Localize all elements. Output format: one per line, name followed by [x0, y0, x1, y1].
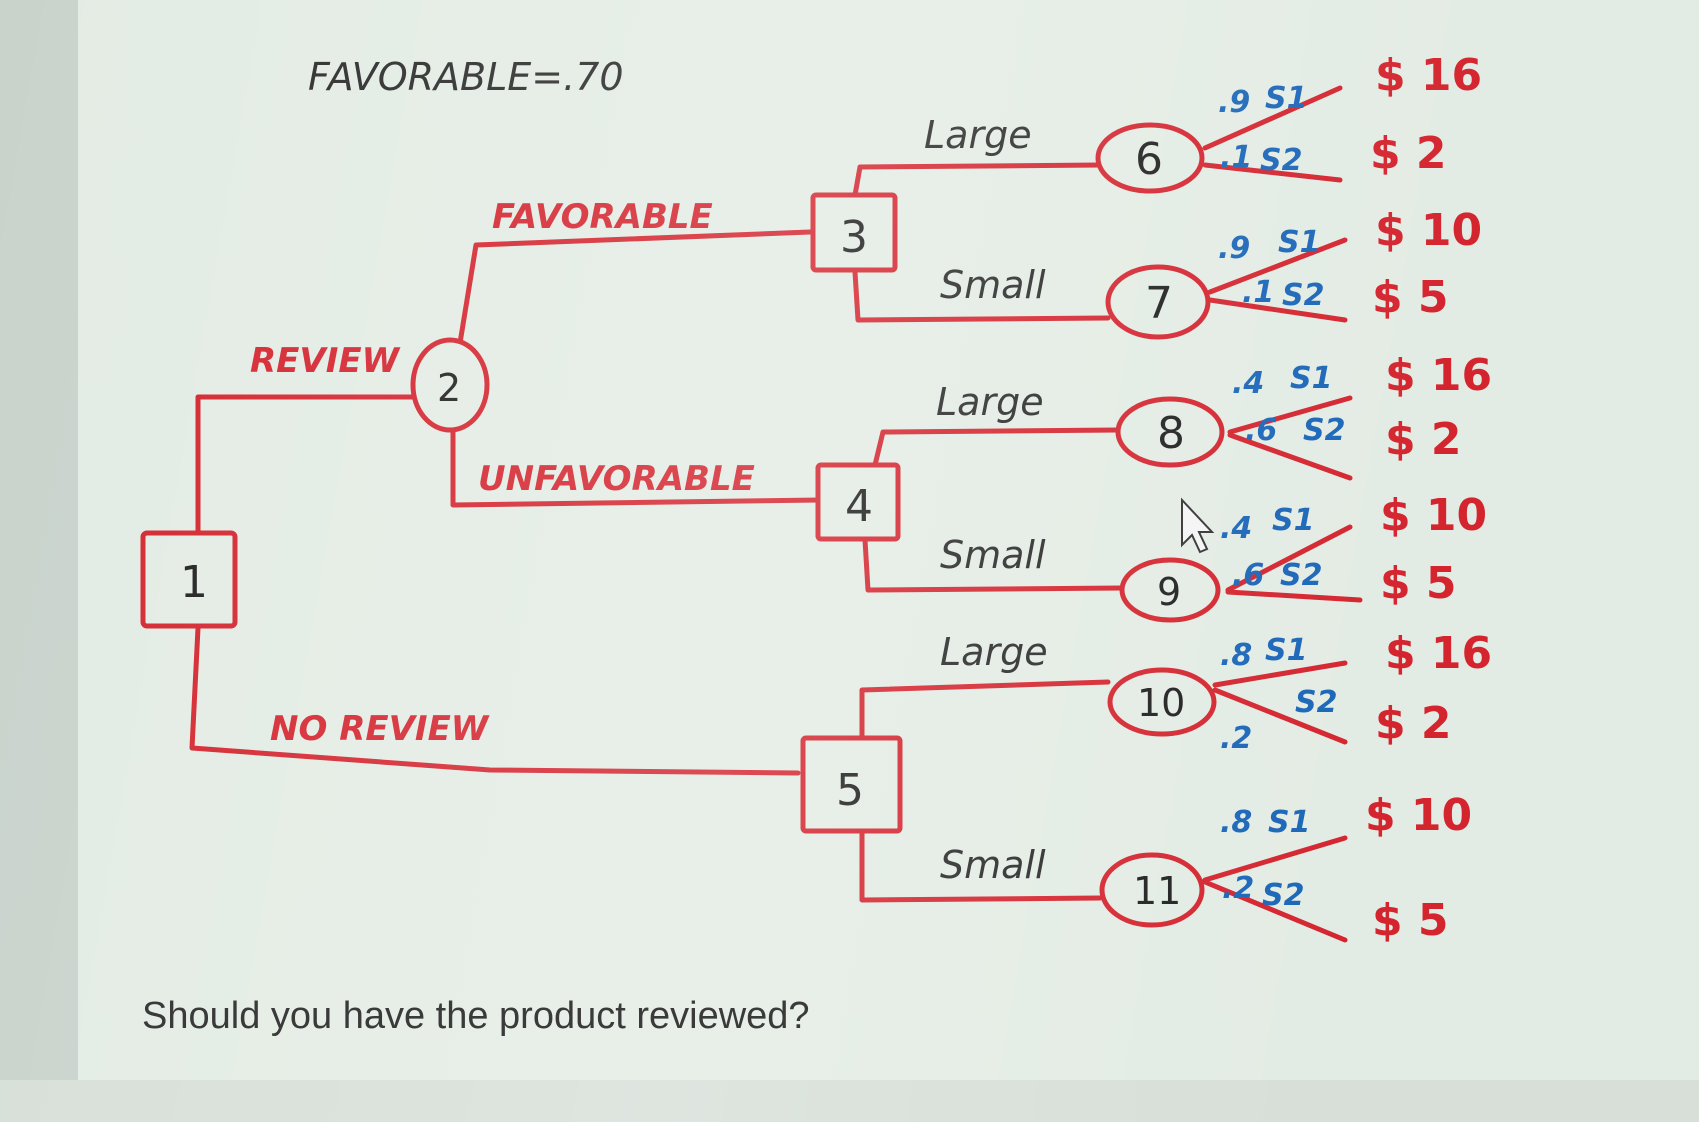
node-7-label: 7 [1145, 278, 1173, 329]
label-5-small: Small [940, 843, 1046, 887]
state-s2-node-8: S2 [1303, 413, 1345, 448]
label-unfavorable: UNFAVORABLE [478, 459, 755, 499]
branch-5-large [859, 679, 1111, 741]
node-4-label: 4 [845, 481, 873, 532]
state-s2-node-10: S2 [1295, 685, 1337, 720]
branch-no-review [189, 625, 801, 776]
prob-s2-node-11: .2 [1222, 871, 1254, 906]
prob-s1-node-11: .8 [1220, 805, 1252, 840]
payoff-s2-node-11: $ 5 [1372, 895, 1449, 946]
node-3-label: 3 [840, 212, 868, 263]
prob-s1-node-8: .4 [1232, 366, 1264, 401]
prob-s2-node-10: .2 [1220, 721, 1252, 756]
node-2-label: 2 [437, 366, 461, 410]
branch-favorable [457, 229, 813, 346]
chance-nodes [410, 122, 1225, 928]
chance-node-6 [1095, 122, 1205, 194]
prob-s1-node-9: .4 [1220, 511, 1252, 546]
monitor-bezel-left [0, 0, 78, 1122]
decision-nodes [140, 192, 903, 834]
state-s1-node-6: S1 [1265, 81, 1307, 116]
node-11-label: 11 [1133, 869, 1181, 913]
chance-node-10 [1107, 667, 1217, 737]
decision-node-3 [810, 192, 898, 273]
label-5-large: Large [940, 630, 1048, 674]
prior-probability-label: FAVORABLE=.70 [308, 55, 624, 99]
state-s2-node-7: S2 [1282, 278, 1324, 313]
payoff-s2-node-10: $ 2 [1375, 698, 1452, 749]
state-s1-node-11: S1 [1268, 805, 1310, 840]
payoff-s2-node-7: $ 5 [1372, 272, 1449, 323]
payoff-s2-node-9: $ 5 [1380, 558, 1457, 609]
chance-node-2 [410, 337, 490, 433]
branch-3-small [852, 269, 1111, 323]
branch-5-small [859, 827, 1103, 903]
payoff-s1-node-10: $ 16 [1385, 628, 1492, 679]
state-s1-node-10: S1 [1265, 633, 1307, 668]
payoff-s1-node-6: $ 16 [1375, 50, 1482, 101]
state-s1-node-7: S1 [1278, 225, 1320, 260]
monitor-bezel-bottom [0, 1080, 1699, 1122]
state-s1-node-8: S1 [1290, 361, 1332, 396]
prob-s2-node-7: .1 [1242, 275, 1274, 310]
payoff-s1-node-8: $ 16 [1385, 350, 1492, 401]
label-review: REVIEW [250, 341, 401, 381]
state-s2-node-9: S2 [1280, 558, 1322, 593]
node-1-label: 1 [180, 557, 208, 608]
prob-s1-node-10: .8 [1220, 638, 1252, 673]
label-3-small: Small [940, 263, 1046, 307]
state-s2-node-11: S2 [1262, 878, 1304, 913]
label-4-small: Small [940, 533, 1046, 577]
node-9-label: 9 [1157, 570, 1181, 614]
node-5-label: 5 [836, 765, 864, 816]
chance-node-9 [1119, 557, 1221, 623]
payoff-s1-node-11: $ 10 [1365, 790, 1472, 841]
node-6-label: 6 [1135, 134, 1163, 185]
decision-node-5 [800, 735, 903, 834]
prob-s2-node-6: .1 [1220, 140, 1252, 175]
node-8-label: 8 [1157, 408, 1185, 459]
label-no-review: NO REVIEW [270, 709, 490, 749]
branch-4-small [862, 537, 1125, 593]
decision-node-1 [140, 530, 238, 629]
prob-s1-node-7: .9 [1218, 231, 1250, 266]
chance-node-11 [1099, 852, 1205, 928]
payoff-s2-node-6: $ 2 [1370, 128, 1447, 179]
decision-node-4 [815, 462, 901, 542]
prob-s2-node-8: .6 [1245, 413, 1277, 448]
prob-s1-node-6: .9 [1218, 85, 1250, 120]
branch-unfavorable [450, 425, 823, 508]
chance-node-8 [1115, 396, 1225, 468]
question-text: Should you have the product reviewed? [142, 995, 810, 1037]
state-s2-node-6: S2 [1260, 143, 1302, 178]
payoff-s1-node-7: $ 10 [1375, 205, 1482, 256]
prob-s2-node-9: .6 [1232, 558, 1264, 593]
node-10-label: 10 [1137, 681, 1185, 725]
payoff-s2-node-8: $ 2 [1385, 414, 1462, 465]
chance-node-7 [1105, 264, 1211, 340]
payoff-s1-node-9: $ 10 [1380, 490, 1487, 541]
label-4-large: Large [936, 380, 1044, 424]
branch-review [195, 394, 418, 543]
state-s1-node-9: S1 [1272, 503, 1314, 538]
mouse-cursor-icon [1181, 497, 1215, 554]
tree-branches [189, 85, 1363, 943]
label-3-large: Large [924, 113, 1032, 157]
branch-4-large [872, 427, 1121, 468]
label-favorable: FAVORABLE [492, 197, 713, 237]
branch-3-large [852, 162, 1103, 198]
